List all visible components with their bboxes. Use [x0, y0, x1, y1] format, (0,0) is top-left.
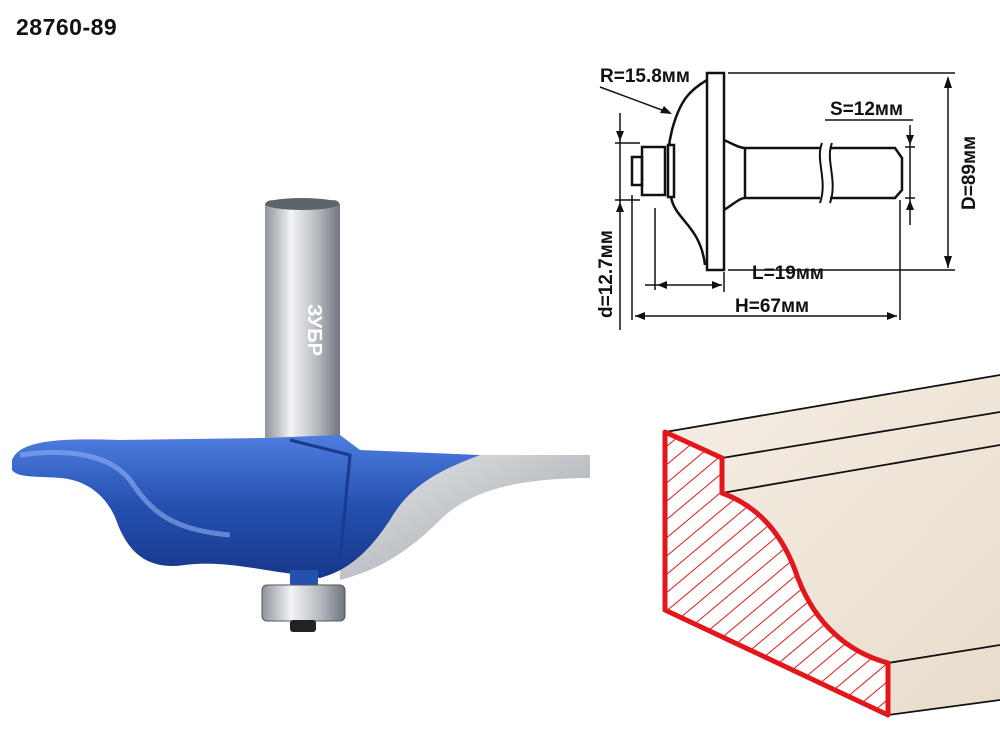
- router-bit-photo: ЗУБР: [12, 198, 590, 632]
- shank: [265, 200, 340, 450]
- dim-cut-length: L=19мм: [752, 263, 824, 284]
- article-number: 28760-89: [16, 14, 118, 40]
- shank-outline: [723, 138, 904, 212]
- dim-radius: R=15.8мм: [600, 66, 690, 87]
- dim-diameter: D=89мм: [959, 136, 980, 210]
- blue-body: [12, 435, 480, 578]
- technical-drawing: [599, 71, 955, 330]
- brand-logo-text: ЗУБР: [303, 304, 325, 356]
- cut-section: [662, 429, 891, 718]
- bearing: [261, 584, 346, 622]
- bearing-outline: [640, 145, 667, 197]
- flange: [705, 71, 726, 272]
- dim-total-length: H=67мм: [735, 296, 809, 317]
- bearing-neck: [290, 570, 318, 586]
- molding-profile: [662, 374, 1000, 718]
- dim-shank: S=12мм: [830, 99, 903, 120]
- brand-logo: ЗУБР: [303, 304, 325, 356]
- dim-bearing: d=12.7мм: [596, 230, 617, 318]
- cutter-profile: [668, 78, 708, 266]
- bearing-screw: [290, 620, 316, 632]
